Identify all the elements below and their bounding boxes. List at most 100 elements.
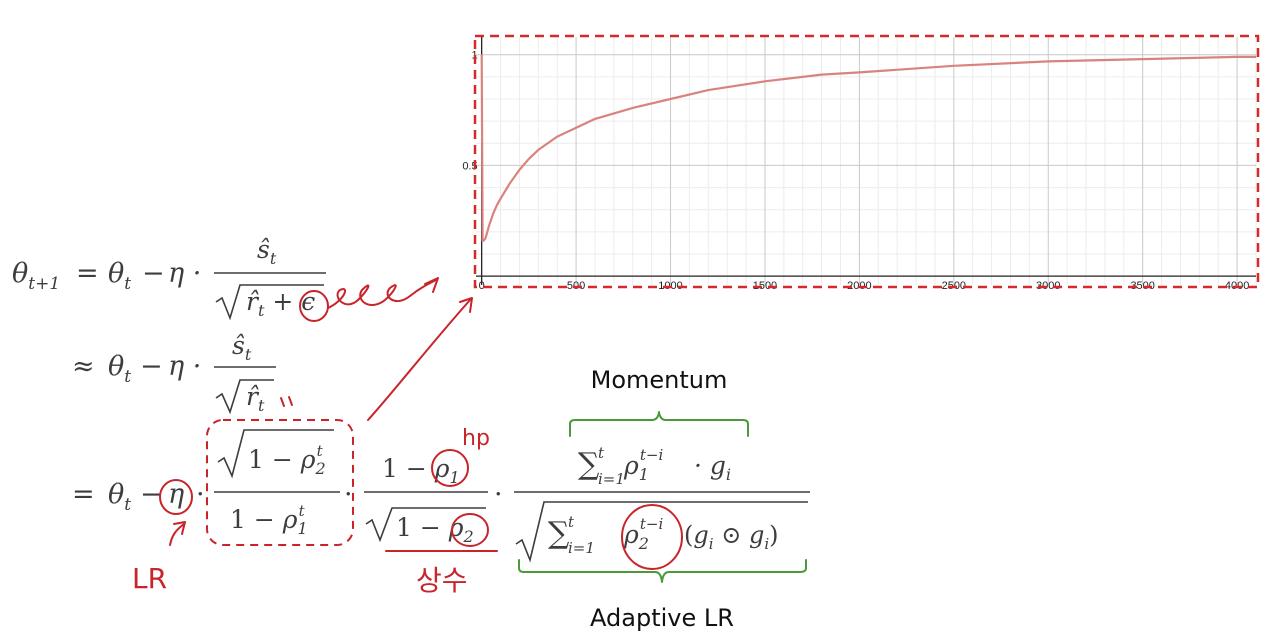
series-point	[492, 213, 494, 215]
sum-den: ∑	[548, 516, 570, 551]
series-point	[482, 240, 485, 242]
dot-3a: ·	[196, 479, 205, 510]
series-point	[1236, 56, 1238, 58]
chart-grid-minor	[476, 37, 1257, 285]
x-tick-label: 3500	[1130, 280, 1154, 292]
eta-1: η ·	[168, 258, 201, 289]
series-point	[499, 198, 502, 200]
lr-arrow-head	[173, 521, 186, 535]
series-point	[1255, 56, 1257, 58]
lr-note: LR	[132, 562, 167, 595]
x-tick-label: 0	[479, 280, 485, 292]
sqrt-2	[215, 379, 274, 415]
epsilon-circle	[299, 290, 329, 322]
dot-3c: ·	[494, 479, 503, 510]
approx-sign: ≈	[72, 351, 95, 382]
equals-3: =	[72, 479, 95, 510]
sum-num-upper: t	[598, 444, 605, 462]
series-point	[482, 240, 484, 242]
equation-line-3: = θt − η · 1 − ρ2t 1 − ρ1t · 1 − ρ1 1 − …	[72, 429, 810, 563]
series-point	[518, 169, 521, 171]
dot-g: · gi	[694, 451, 731, 484]
adaptive-lr-label: Adaptive LR	[590, 604, 734, 632]
rho2-circle	[451, 513, 489, 547]
theta-t1: θt+1	[12, 258, 60, 294]
sqrt-1	[215, 284, 324, 321]
series-point	[1142, 58, 1144, 60]
equation-line-1: θt+1 = θt − η · ŝt r̂t + ϵ	[12, 235, 326, 321]
epsilon-scribble	[327, 279, 437, 309]
chart-axes	[476, 37, 1256, 285]
arrow-to-chart	[367, 299, 471, 421]
rho1-power: ρ1t−i	[623, 446, 663, 484]
series-point	[669, 98, 672, 100]
den-3b: 1 − ρ2	[396, 513, 474, 546]
series-point	[481, 54, 483, 56]
series-point	[484, 237, 487, 240]
g-odot-g: (gi ⊙ gi)	[684, 521, 779, 553]
hp-note: hp	[462, 426, 490, 451]
arrow-to-chart-head	[459, 297, 473, 313]
sum-den-upper: t	[568, 513, 575, 531]
theta-t-1: θt	[108, 258, 131, 294]
momentum-brace	[569, 411, 749, 437]
momentum-label: Momentum	[591, 366, 728, 394]
series-line-0	[480, 54, 1256, 242]
dot-3b: ·	[344, 479, 353, 510]
series-point	[764, 80, 766, 82]
sqrt-3c	[515, 501, 808, 563]
rho1-circle	[431, 449, 469, 487]
series-point	[1047, 60, 1049, 62]
rho2-power-circle	[621, 504, 683, 570]
s-hat-t-1: ŝt	[257, 235, 277, 268]
lr-arrow	[169, 523, 185, 546]
series-point	[632, 107, 634, 109]
sqrt-3b	[365, 507, 486, 543]
eta-circle	[159, 479, 193, 515]
bias-correction-box	[206, 419, 354, 546]
const-note: 상수	[416, 564, 468, 597]
r-hat-t-1: r̂t + ϵ	[246, 287, 315, 320]
tick-marks	[280, 396, 293, 407]
rho2-power: ρ2t−i	[623, 515, 663, 553]
series-point	[509, 182, 511, 184]
sum-num-lower: i=1	[598, 470, 625, 488]
series-point	[496, 204, 498, 206]
minus-2: −	[140, 351, 163, 382]
series-point	[486, 231, 488, 233]
den-3a: 1 − ρ1t	[230, 502, 308, 538]
series-point	[528, 158, 530, 160]
series-point	[594, 118, 596, 120]
r-hat-t-2: r̂t	[246, 382, 265, 415]
equation-line-2: ≈ θt − η · ŝt r̂t	[72, 331, 276, 415]
s-hat-t-2: ŝt	[232, 331, 252, 364]
sqrt-3a	[217, 429, 334, 479]
eta-3: η	[168, 479, 184, 510]
chart-series	[480, 54, 1257, 242]
epsilon-arrow-head	[424, 277, 439, 293]
series-point	[575, 127, 577, 129]
series-point	[821, 74, 823, 76]
minus-3: −	[140, 479, 163, 510]
series-point	[858, 71, 860, 74]
series-point	[537, 149, 539, 151]
series-point	[488, 224, 490, 226]
eta-2: η ·	[168, 351, 201, 382]
theta-t-3: θt	[108, 479, 131, 515]
chart-y-ticks: 0.51	[462, 50, 477, 173]
num-3b: 1 − ρ1	[382, 454, 460, 487]
x-tick-label: 3000	[1036, 280, 1060, 292]
equals-1: =	[76, 258, 99, 289]
series-point	[556, 136, 558, 138]
x-tick-label: 1500	[753, 280, 777, 292]
series-point	[953, 65, 955, 67]
sum-den-lower: i=1	[568, 539, 595, 557]
series-point	[707, 89, 709, 91]
minus-1: −	[142, 258, 165, 289]
adaptive-lr-brace	[518, 559, 807, 583]
chart-grid-major	[476, 37, 1256, 285]
theta-t-2: θt	[108, 351, 131, 387]
sum-num: ∑	[578, 447, 600, 482]
